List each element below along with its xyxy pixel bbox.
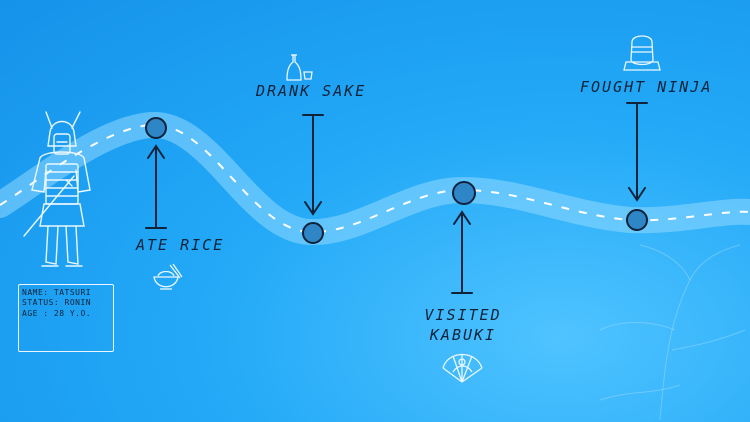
samurai-figure-icon — [23, 111, 91, 267]
ninja-head-icon — [623, 35, 661, 71]
event-label-ate-rice: ATE RICE — [136, 236, 225, 254]
background-tree-sketch — [599, 244, 746, 421]
arrow-fought-ninja — [626, 102, 648, 202]
arrow-drank-sake — [302, 114, 324, 216]
arrow-ate-rice — [145, 144, 167, 229]
arrow-visited-kabuki — [451, 210, 473, 294]
rice-bowl-icon — [153, 263, 183, 290]
fan-icon — [442, 354, 483, 383]
character-name: NAME: TATSURI — [22, 288, 92, 297]
sake-bottle-icon — [286, 54, 313, 81]
character-card: NAME: TATSURI STATUS: RONIN AGE : 28 Y.O… — [18, 284, 114, 352]
character-status: STATUS: RONIN — [22, 298, 92, 307]
event-marker-fought-ninja[interactable] — [626, 209, 648, 231]
event-marker-visited-kabuki[interactable] — [452, 181, 476, 205]
event-label-fought-ninja: FOUGHT NINJA — [580, 78, 713, 96]
event-label-visited-kabuki-line1: VISITED — [424, 306, 502, 324]
event-marker-drank-sake[interactable] — [302, 222, 324, 244]
event-marker-ate-rice[interactable] — [145, 117, 167, 139]
character-age: AGE : 28 Y.O. — [22, 309, 92, 318]
event-label-drank-sake: DRANK SAKE — [256, 82, 367, 100]
event-label-visited-kabuki: VISITED KABUKI — [420, 305, 506, 345]
event-label-visited-kabuki-line2: KABUKI — [429, 326, 497, 344]
